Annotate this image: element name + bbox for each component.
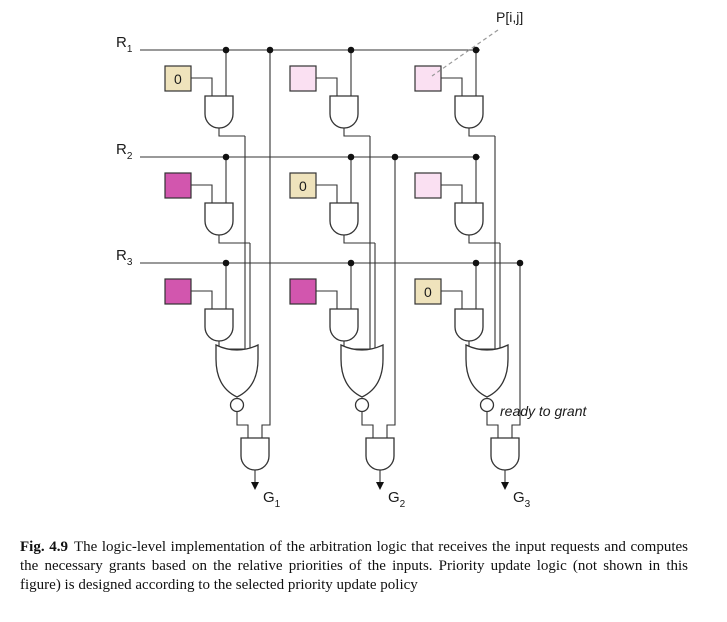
junction-dot bbox=[472, 46, 480, 54]
and-gate bbox=[204, 95, 234, 129]
priority-cell-p23 bbox=[414, 172, 442, 199]
and-gate bbox=[454, 95, 484, 129]
caption-label: Fig. 4.9 bbox=[20, 539, 68, 555]
wire-layer bbox=[140, 49, 521, 490]
grant-and-gate-col3 bbox=[490, 437, 520, 471]
priority-cell-p22 bbox=[289, 172, 317, 199]
and-gate bbox=[329, 95, 359, 129]
priority-zero-value: 0 bbox=[424, 284, 432, 300]
grant-request-wire bbox=[511, 263, 521, 438]
or-gate-col2 bbox=[340, 343, 384, 398]
junction-dot bbox=[222, 259, 230, 267]
junction-dot bbox=[472, 259, 480, 267]
request-label-r2: R2 bbox=[116, 141, 133, 162]
inverter-bubble bbox=[354, 397, 370, 413]
and-gate bbox=[454, 202, 484, 236]
ready-wire bbox=[486, 412, 499, 438]
gate-output-wire bbox=[218, 235, 250, 244]
junction-dot bbox=[347, 153, 355, 161]
cell-to-gate-wire bbox=[316, 77, 338, 96]
and-gate bbox=[329, 202, 359, 236]
request-subscript: 2 bbox=[127, 151, 133, 162]
request-label-r1: R1 bbox=[116, 34, 133, 55]
grant-request-wire bbox=[386, 157, 396, 438]
grant-arrow-icon bbox=[376, 482, 384, 490]
request-subscript: 1 bbox=[127, 44, 133, 55]
callout-leader-line bbox=[431, 29, 499, 77]
and-gate bbox=[204, 308, 234, 342]
and-gate bbox=[204, 202, 234, 236]
grant-arrow-icon bbox=[501, 482, 509, 490]
ready-wire bbox=[361, 412, 374, 438]
junction-dot-layer bbox=[222, 46, 524, 267]
junction-dot bbox=[472, 153, 480, 161]
cell-to-gate-wire bbox=[191, 184, 213, 203]
priority-zero-value: 0 bbox=[299, 178, 307, 194]
ready-wire bbox=[236, 412, 249, 438]
priority-cell-p32 bbox=[289, 278, 317, 305]
gate-output-wire bbox=[468, 128, 495, 137]
and-gate bbox=[329, 308, 359, 342]
ready-to-grant-label: ready to grant bbox=[500, 403, 587, 419]
junction-dot bbox=[266, 46, 274, 54]
grant-subscript: 2 bbox=[400, 499, 406, 510]
grant-and-gate-col1 bbox=[240, 437, 270, 471]
cell-to-gate-wire bbox=[316, 184, 338, 203]
cell-to-gate-wire bbox=[316, 290, 338, 309]
priority-cell-p11 bbox=[164, 65, 192, 92]
grant-subscript: 3 bbox=[525, 499, 531, 510]
junction-dot bbox=[222, 46, 230, 54]
grant-label-g2: G2 bbox=[388, 489, 406, 510]
junction-dot bbox=[222, 153, 230, 161]
priority-cell-p33 bbox=[414, 278, 442, 305]
priority-cell-layer bbox=[164, 65, 442, 305]
grant-arrow-icon bbox=[251, 482, 259, 490]
inverter-bubble bbox=[479, 397, 495, 413]
junction-dot bbox=[391, 153, 399, 161]
grant-label-g1: G1 bbox=[263, 489, 281, 510]
gate-layer bbox=[204, 95, 520, 471]
junction-dot bbox=[347, 46, 355, 54]
request-label-r3: R3 bbox=[116, 247, 133, 268]
gate-output-wire bbox=[343, 128, 370, 137]
and-gate bbox=[454, 308, 484, 342]
gate-output-wire bbox=[218, 128, 245, 137]
grant-label-g3: G3 bbox=[513, 489, 531, 510]
priority-cell-p13 bbox=[414, 65, 442, 92]
junction-dot bbox=[516, 259, 524, 267]
junction-dot bbox=[347, 259, 355, 267]
cell-to-gate-wire bbox=[191, 290, 213, 309]
or-gate-col1 bbox=[215, 343, 259, 398]
gate-output-wire bbox=[468, 235, 500, 244]
priority-cell-p21 bbox=[164, 172, 192, 199]
inverter-bubble bbox=[229, 397, 245, 413]
priority-zero-value: 0 bbox=[174, 71, 182, 87]
or-gate-col3 bbox=[465, 343, 509, 398]
cell-to-gate-wire bbox=[441, 77, 463, 96]
cell-to-gate-wire bbox=[441, 290, 463, 309]
cell-to-gate-wire bbox=[191, 77, 213, 96]
caption-text: The logic-level implementation of the ar… bbox=[20, 539, 688, 593]
request-subscript: 3 bbox=[127, 257, 133, 268]
priority-cell-p12 bbox=[289, 65, 317, 92]
priority-cell-p31 bbox=[164, 278, 192, 305]
cell-to-gate-wire bbox=[441, 184, 463, 203]
grant-request-wire bbox=[261, 50, 271, 438]
cell-callout-label: P[i,j] bbox=[496, 9, 523, 25]
grant-and-gate-col2 bbox=[365, 437, 395, 471]
grant-subscript: 1 bbox=[275, 499, 281, 510]
gate-output-wire bbox=[343, 235, 375, 244]
